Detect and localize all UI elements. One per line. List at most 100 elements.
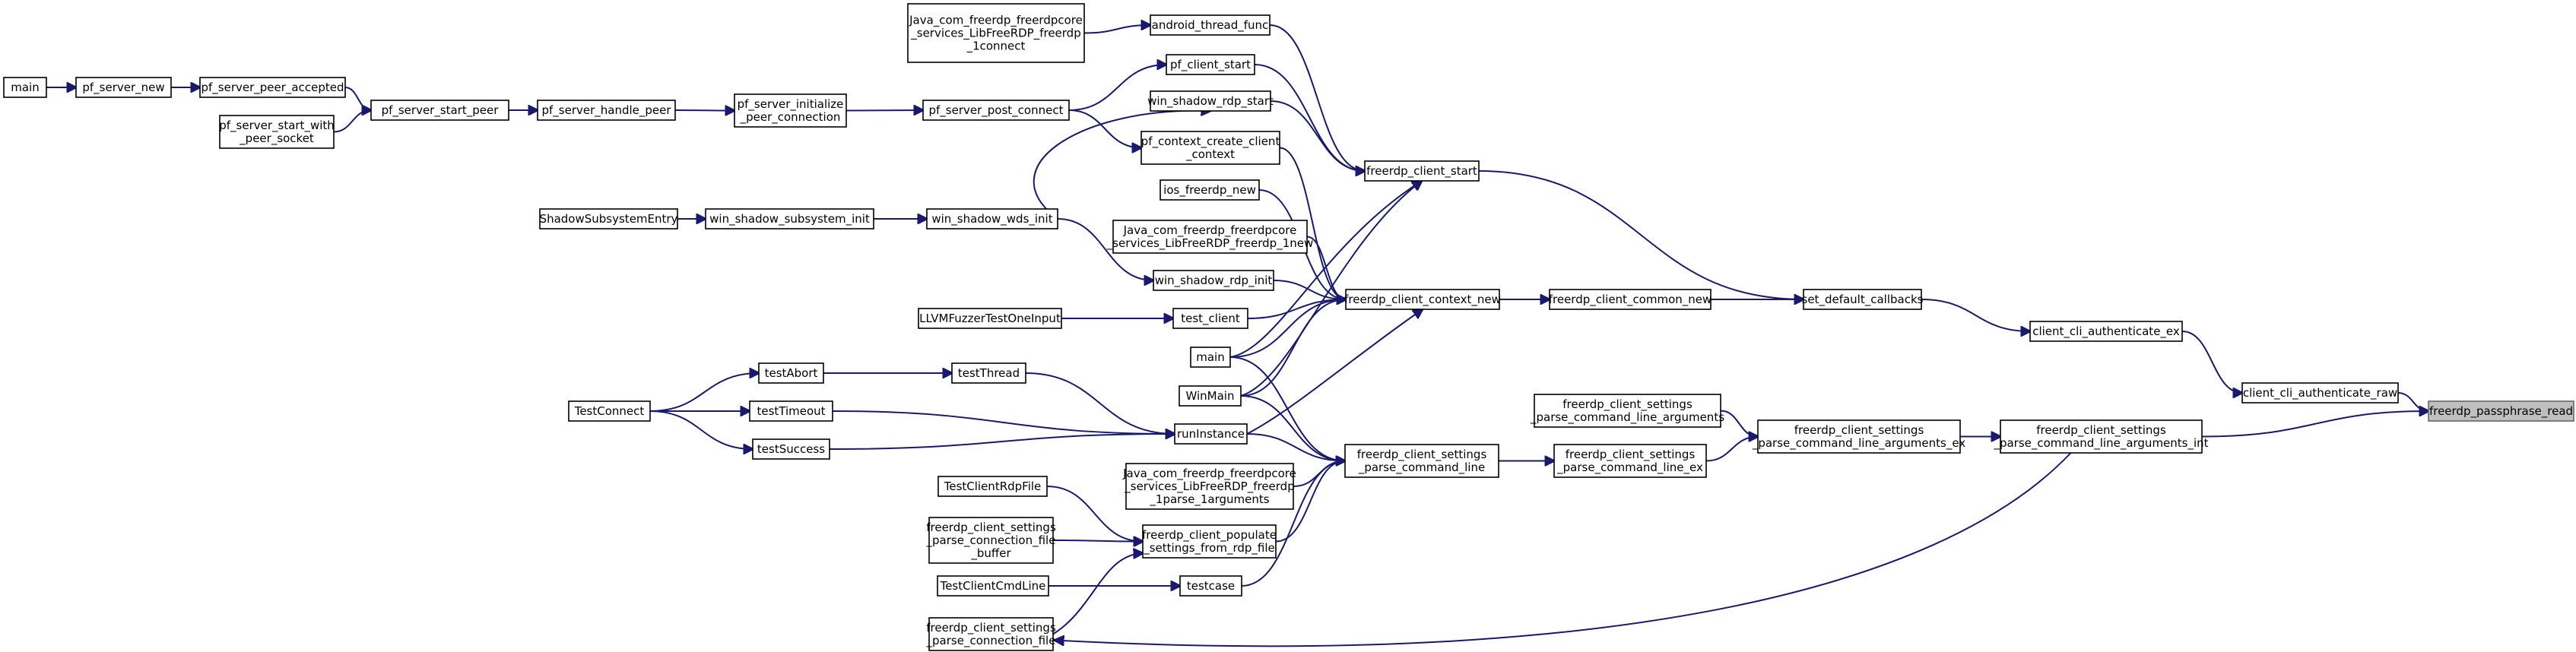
node-pf-server-start-peer[interactable]: pf_server_start_peer: [370, 100, 509, 121]
node-pf-server-peer-accepted[interactable]: pf_server_peer_accepted: [199, 77, 346, 98]
node-box: [937, 476, 1048, 497]
node-freerdp-client-settings-parse-connection-file[interactable]: freerdp_client_settings_parse_connection…: [926, 617, 1056, 651]
node-WinMain[interactable]: WinMain: [1179, 385, 1242, 407]
node-java-freerdp-new[interactable]: Java_com_freerdp_freerdpcore_services_Li…: [1106, 220, 1314, 254]
node-testSuccess[interactable]: testSuccess: [752, 438, 830, 460]
node-label: pf_context_create_client: [1141, 135, 1280, 149]
node-label: win_shadow_rdp_start: [1147, 94, 1274, 109]
node-runInstance[interactable]: runInstance: [1174, 423, 1248, 445]
node-pf-server-start-with-peer-socket[interactable]: pf_server_start_with_peer_socket: [219, 115, 335, 149]
node-set-default-callbacks[interactable]: set_default_callbacks: [1802, 289, 1924, 310]
node-label: freerdp_client_populate: [1142, 528, 1277, 543]
node-box: [1150, 90, 1271, 112]
node-testcase[interactable]: testcase: [1179, 575, 1242, 597]
node-box: [734, 93, 847, 128]
node-box: [705, 208, 874, 229]
node-test-client[interactable]: test_client: [1172, 308, 1248, 329]
node-java-freerdp-connect[interactable]: Java_com_freerdp_freerdpcore_services_Li…: [907, 3, 1085, 63]
node-testAbort[interactable]: testAbort: [758, 362, 824, 384]
edge-freerdp_client_settings_parse_connection_file-to-freerdp_client_populate_settings_from_rdp_file: [1052, 553, 1143, 635]
node-box: [752, 438, 830, 460]
node-label: freerdp_client_settings: [1562, 397, 1692, 412]
node-label: _parse_connection_file: [926, 533, 1056, 548]
node-box: [1160, 179, 1260, 201]
node-freerdp-client-settings-parse-command-line-arguments-int[interactable]: freerdp_client_settings_parse_command_li…: [1993, 419, 2209, 454]
node-pf-server-initialize-peer-connection[interactable]: pf_server_initialize_peer_connection: [734, 93, 847, 128]
node-freerdp-client-context-new[interactable]: freerdp_client_context_new: [1344, 289, 1501, 310]
node-label: TestConnect: [574, 404, 645, 418]
node-pf-server-post-connect[interactable]: pf_server_post_connect: [922, 100, 1070, 121]
node-box: [1179, 575, 1242, 597]
node-freerdp-client-settings-parse-connection-file-buffer[interactable]: freerdp_client_settings_parse_connection…: [926, 517, 1056, 564]
node-java-parse-arguments[interactable]: Java_com_freerdp_freerdpcore_services_Li…: [1122, 463, 1296, 510]
node-box: [1344, 444, 1499, 478]
node-label: _services_LibFreeRDP_freerdp: [910, 27, 1080, 41]
node-main-mid[interactable]: main: [1190, 347, 1231, 368]
node-box: [937, 575, 1049, 597]
edge-win_shadow_wds_init-to-win_shadow_rdp_init: [1057, 218, 1153, 280]
node-box: [537, 100, 676, 121]
node-testTimeout[interactable]: testTimeout: [749, 400, 833, 422]
node-box: [2428, 400, 2574, 422]
node-label: _parse_command_line_arguments_int: [1993, 436, 2208, 451]
node-ios-freerdp-new[interactable]: ios_freerdp_new: [1160, 179, 1260, 201]
node-TestClientCmdLine[interactable]: TestClientCmdLine: [937, 575, 1049, 597]
node-box: [928, 617, 1054, 651]
node-freerdp-client-settings-parse-command-line-arguments[interactable]: freerdp_client_settings_parse_command_li…: [1530, 394, 1724, 428]
node-client-cli-authenticate-raw[interactable]: client_cli_authenticate_raw: [2241, 382, 2399, 404]
node-LLVMFuzzerTestOneInput[interactable]: LLVMFuzzerTestOneInput: [918, 308, 1062, 329]
edge-testThread-to-runInstance: [1025, 372, 1175, 434]
node-label: testTimeout: [757, 404, 825, 418]
node-pf-server-new[interactable]: pf_server_new: [75, 77, 172, 98]
node-box: [1125, 463, 1294, 510]
node-label: testAbort: [765, 366, 818, 380]
edge-pf_server_post_connect-to-pf_context_create_client_context: [1068, 109, 1141, 148]
node-main-left[interactable]: main: [3, 77, 47, 98]
node-label: android_thread_func: [1152, 18, 1269, 33]
node-pf-client-start[interactable]: pf_client_start: [1166, 54, 1255, 75]
edge-TestClientRdpFile-to-freerdp_client_populate_settings_from_rdp_file: [1046, 486, 1143, 542]
node-freerdp-passphrase-read: freerdp_passphrase_read: [2428, 400, 2574, 422]
node-freerdp-client-start[interactable]: freerdp_client_start: [1364, 160, 1480, 182]
node-freerdp-client-settings-parse-command-line-ex[interactable]: freerdp_client_settings_parse_command_li…: [1553, 444, 1707, 478]
node-label: main: [11, 81, 39, 94]
node-label: main: [1196, 350, 1224, 364]
node-freerdp-client-common-new[interactable]: freerdp_client_common_new: [1549, 289, 1712, 310]
node-TestClientRdpFile[interactable]: TestClientRdpFile: [937, 476, 1048, 497]
edge-android_thread_func-to-freerdp_client_start: [1269, 24, 1365, 171]
node-label: _parse_command_line_ex: [1556, 461, 1703, 475]
node-TestConnect[interactable]: TestConnect: [568, 400, 651, 422]
edge-layer: [46, 24, 2428, 647]
node-box: [1150, 14, 1271, 36]
node-box: [926, 208, 1058, 229]
node-label: _1parse_1arguments: [1149, 492, 1269, 507]
node-freerdp-client-populate-settings-from-rdp-file[interactable]: freerdp_client_populate_settings_from_rd…: [1142, 524, 1277, 559]
node-win-shadow-wds-init[interactable]: win_shadow_wds_init: [926, 208, 1058, 229]
node-box: [199, 77, 346, 98]
edge-freerdp_client_settings_parse_connection_file_buffer-to-freerdp_client_populate_settings_from_rdp_file: [1052, 540, 1143, 542]
node-freerdp-client-settings-parse-command-line[interactable]: freerdp_client_settings_parse_command_li…: [1344, 444, 1499, 478]
edge-WinMain-to-freerdp_client_start: [1240, 181, 1422, 397]
node-freerdp-client-settings-parse-command-line-arguments-ex[interactable]: freerdp_client_settings_parse_command_li…: [1752, 419, 1965, 454]
node-label: win_shadow_subsystem_init: [709, 212, 870, 226]
node-testThread[interactable]: testThread: [951, 362, 1026, 384]
node-pf-server-handle-peer[interactable]: pf_server_handle_peer: [537, 100, 676, 121]
node-label: pf_server_post_connect: [929, 103, 1064, 118]
node-label: TestClientCmdLine: [940, 579, 1046, 593]
node-box: [1142, 524, 1277, 559]
node-pf-context-create-client-context[interactable]: pf_context_create_client_context: [1140, 131, 1280, 165]
node-win-shadow-subsystem-init[interactable]: win_shadow_subsystem_init: [705, 208, 874, 229]
edge-pf_server_post_connect-to-pf_client_start: [1068, 65, 1166, 111]
node-win-shadow-rdp-start[interactable]: win_shadow_rdp_start: [1147, 90, 1274, 112]
edge-freerdp_client_settings_parse_connection_file-to-freerdp_client_settings_parse_command_line_arguments_int: [1055, 452, 2072, 647]
node-client-cli-authenticate-ex[interactable]: client_cli_authenticate_ex: [2029, 321, 2183, 342]
node-label: freerdp_client_settings: [2036, 423, 2166, 438]
node-label: win_shadow_wds_init: [931, 212, 1052, 226]
node-android-thread-func[interactable]: android_thread_func: [1150, 14, 1271, 36]
node-label: _peer_connection: [740, 110, 841, 125]
node-label: ShadowSubsystemEntry: [540, 212, 678, 226]
node-ShadowSubsystemEntry[interactable]: ShadowSubsystemEntry: [539, 208, 678, 229]
node-win-shadow-rdp-init[interactable]: win_shadow_rdp_init: [1153, 270, 1274, 291]
node-label: _services_LibFreeRDP_freerdp: [1124, 480, 1294, 494]
